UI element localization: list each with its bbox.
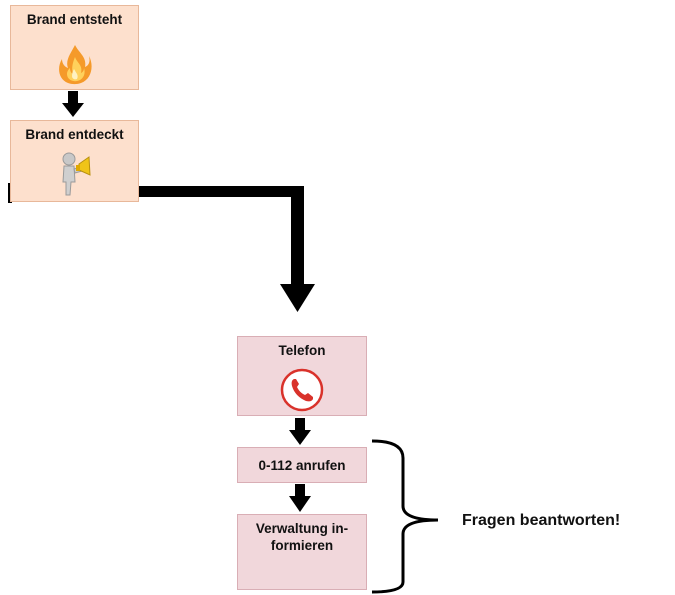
- arrow-detected-to-phone: [8, 183, 315, 312]
- phone-icon: [279, 367, 325, 413]
- box-inform-label-line1: Verwaltung in-: [255, 521, 349, 536]
- arrow-call-to-inform: [289, 484, 311, 512]
- person-megaphone-icon: [55, 151, 95, 197]
- arrow-fire-to-detected: [62, 91, 84, 117]
- box-fire-starts: Brand entsteht: [10, 5, 139, 90]
- fire-icon: [57, 43, 93, 85]
- box-fire-starts-label: Brand entsteht: [26, 12, 123, 27]
- box-phone: Telefon: [237, 336, 367, 416]
- arrow-phone-to-call: [289, 418, 311, 445]
- box-phone-label: Telefon: [278, 343, 326, 358]
- box-call: 0-112 anrufen: [237, 447, 367, 483]
- box-inform-label-line2: formieren: [270, 538, 334, 553]
- box-fire-detected: Brand entdeckt: [10, 120, 139, 202]
- box-call-label: 0-112 anrufen: [258, 458, 346, 473]
- curly-brace: [371, 439, 439, 594]
- annotation-answer-questions: Fragen beantworten!: [462, 512, 621, 529]
- box-fire-detected-label: Brand entdeckt: [25, 127, 124, 142]
- box-inform: Verwaltung in- formieren: [237, 514, 367, 590]
